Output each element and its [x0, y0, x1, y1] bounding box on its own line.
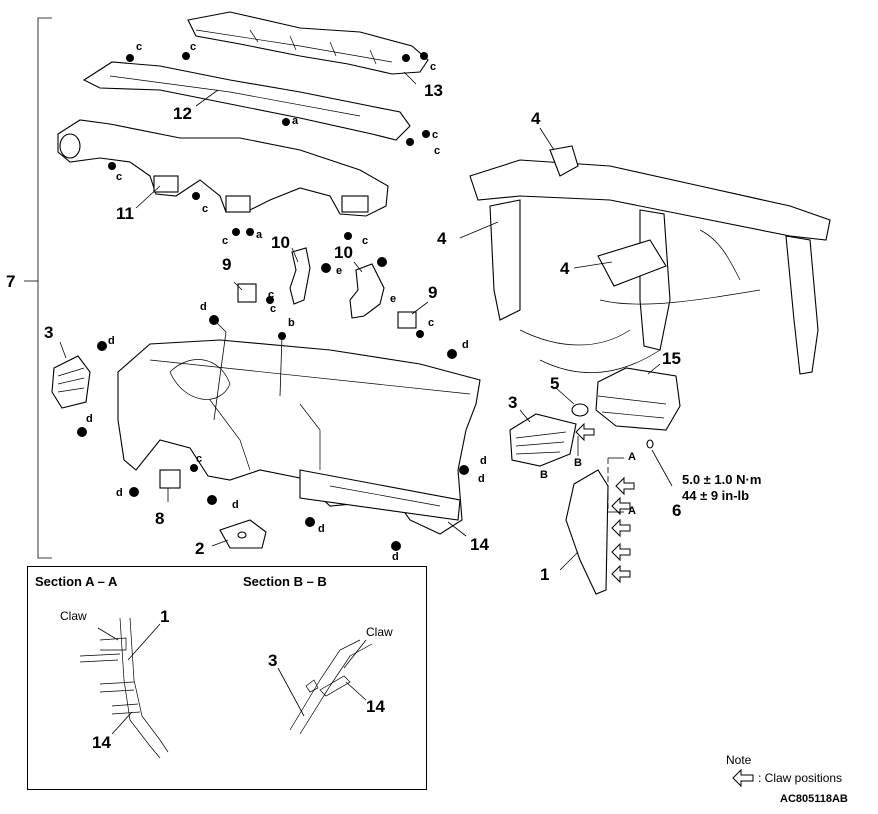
fastener-d: d — [116, 487, 123, 499]
section-views-panel — [27, 566, 427, 790]
callout-1-section: 1 — [160, 607, 170, 626]
callout-4-center: 4 — [560, 259, 570, 278]
section-marker-a: A — [628, 451, 636, 463]
fastener-a: a — [256, 229, 263, 241]
part-13-duct — [187, 11, 429, 75]
fastener-c: c — [270, 303, 277, 315]
fastener-e: e — [336, 265, 343, 277]
fastener-e: e — [390, 293, 397, 305]
callout-14-section-a: 14 — [92, 733, 111, 752]
fastener-c: c — [362, 235, 369, 247]
section-marks — [577, 436, 624, 513]
callout-14: 14 — [470, 535, 489, 554]
part-9-bracket-right — [397, 311, 417, 329]
torque-spec: 5.0 ± 1.0 N·m 44 ± 9 in-lb — [682, 472, 761, 504]
section-a-a-leaders — [97, 623, 161, 735]
fastener-c: c — [116, 171, 123, 183]
callout-3-right: 3 — [508, 393, 518, 412]
callout-15: 15 — [662, 349, 681, 368]
section-a-a-title: Section A – A — [35, 574, 118, 589]
torque-nm: 5.0 ± 1.0 N·m — [682, 472, 762, 487]
callout-7: 7 — [6, 272, 16, 291]
part-2-cover — [219, 519, 267, 549]
part-3-vent-right — [509, 413, 577, 467]
section-marker-b: B — [540, 469, 548, 481]
section-marker-b: B — [574, 457, 582, 469]
callout-4-left: 4 — [437, 229, 447, 248]
section-b-b-drawing — [289, 639, 373, 735]
note-title: Note — [726, 753, 752, 767]
part-12-duct — [82, 61, 411, 141]
fastener-c: c — [222, 235, 229, 247]
fastener-c: c — [434, 145, 441, 157]
fastener-d: d — [108, 335, 115, 347]
fastener-c: c — [190, 41, 197, 53]
fastener-d: d — [86, 413, 93, 425]
callout-9-right: 9 — [428, 283, 438, 302]
callout-6: 6 — [672, 501, 682, 520]
fastener-c: c — [196, 453, 203, 465]
assembly-bracket — [24, 17, 52, 559]
part-11-duct — [57, 119, 389, 217]
callout-5: 5 — [550, 374, 560, 393]
figure-code: AC805118AB — [780, 793, 848, 805]
fastener-d: d — [200, 301, 207, 313]
callout-3-left: 3 — [44, 323, 54, 342]
part-4-support-member — [469, 145, 831, 375]
fastener-c: c — [428, 317, 435, 329]
claw-arrows — [575, 422, 635, 584]
part-10-bracket-right — [349, 263, 385, 319]
fastener-d: d — [318, 523, 325, 535]
fastener-c: c — [202, 203, 209, 215]
callout-10-right: 10 — [334, 243, 353, 262]
fastener-a: a — [292, 115, 299, 127]
callout-2: 2 — [195, 539, 205, 558]
callout-13: 13 — [424, 81, 443, 100]
torque-inlb: 44 ± 9 in-lb — [682, 488, 750, 503]
section-a-a-drawing — [79, 617, 169, 759]
callout-8: 8 — [155, 509, 165, 528]
section-b-b-leaders — [277, 639, 367, 717]
callout-1: 1 — [540, 565, 550, 584]
callout-3-section: 3 — [268, 651, 278, 670]
claw-label-a: Claw — [60, 609, 87, 623]
fastener-d: d — [480, 455, 487, 467]
part-6-clip — [646, 439, 654, 449]
callout-12: 12 — [173, 104, 192, 123]
part-14-instrument-panel — [117, 339, 481, 535]
fastener-c: c — [136, 41, 143, 53]
fastener-c: c — [430, 61, 437, 73]
fastener-d: d — [462, 339, 469, 351]
fastener-c: c — [268, 289, 275, 301]
callout-14-section-b: 14 — [366, 697, 385, 716]
part-9-bracket-left — [237, 283, 257, 303]
fastener-d: d — [478, 473, 485, 485]
part-15-airbag-module — [595, 367, 681, 431]
claw-legend-arrow-icon — [732, 768, 754, 788]
part-10-bracket-left — [289, 247, 311, 305]
part-1-side-cover — [565, 469, 609, 595]
note-legend: : Claw positions — [758, 771, 843, 785]
section-marker-a: A — [628, 505, 636, 517]
part-3-vent-left — [51, 355, 91, 409]
fastener-b: b — [288, 317, 295, 329]
leader-lines — [59, 71, 673, 571]
callout-11: 11 — [116, 204, 134, 223]
fastener-d: d — [232, 499, 239, 511]
fastener-c: c — [432, 129, 439, 141]
fastener-d: d — [392, 551, 399, 563]
section-b-b-title: Section B – B — [243, 574, 327, 589]
claw-label-b: Claw — [366, 625, 393, 639]
callout-4-top: 4 — [531, 109, 541, 128]
callout-9-left: 9 — [222, 255, 232, 274]
part-5-bolt — [571, 403, 589, 417]
part-8-bracket — [159, 469, 181, 489]
callout-10-left: 10 — [271, 233, 290, 252]
